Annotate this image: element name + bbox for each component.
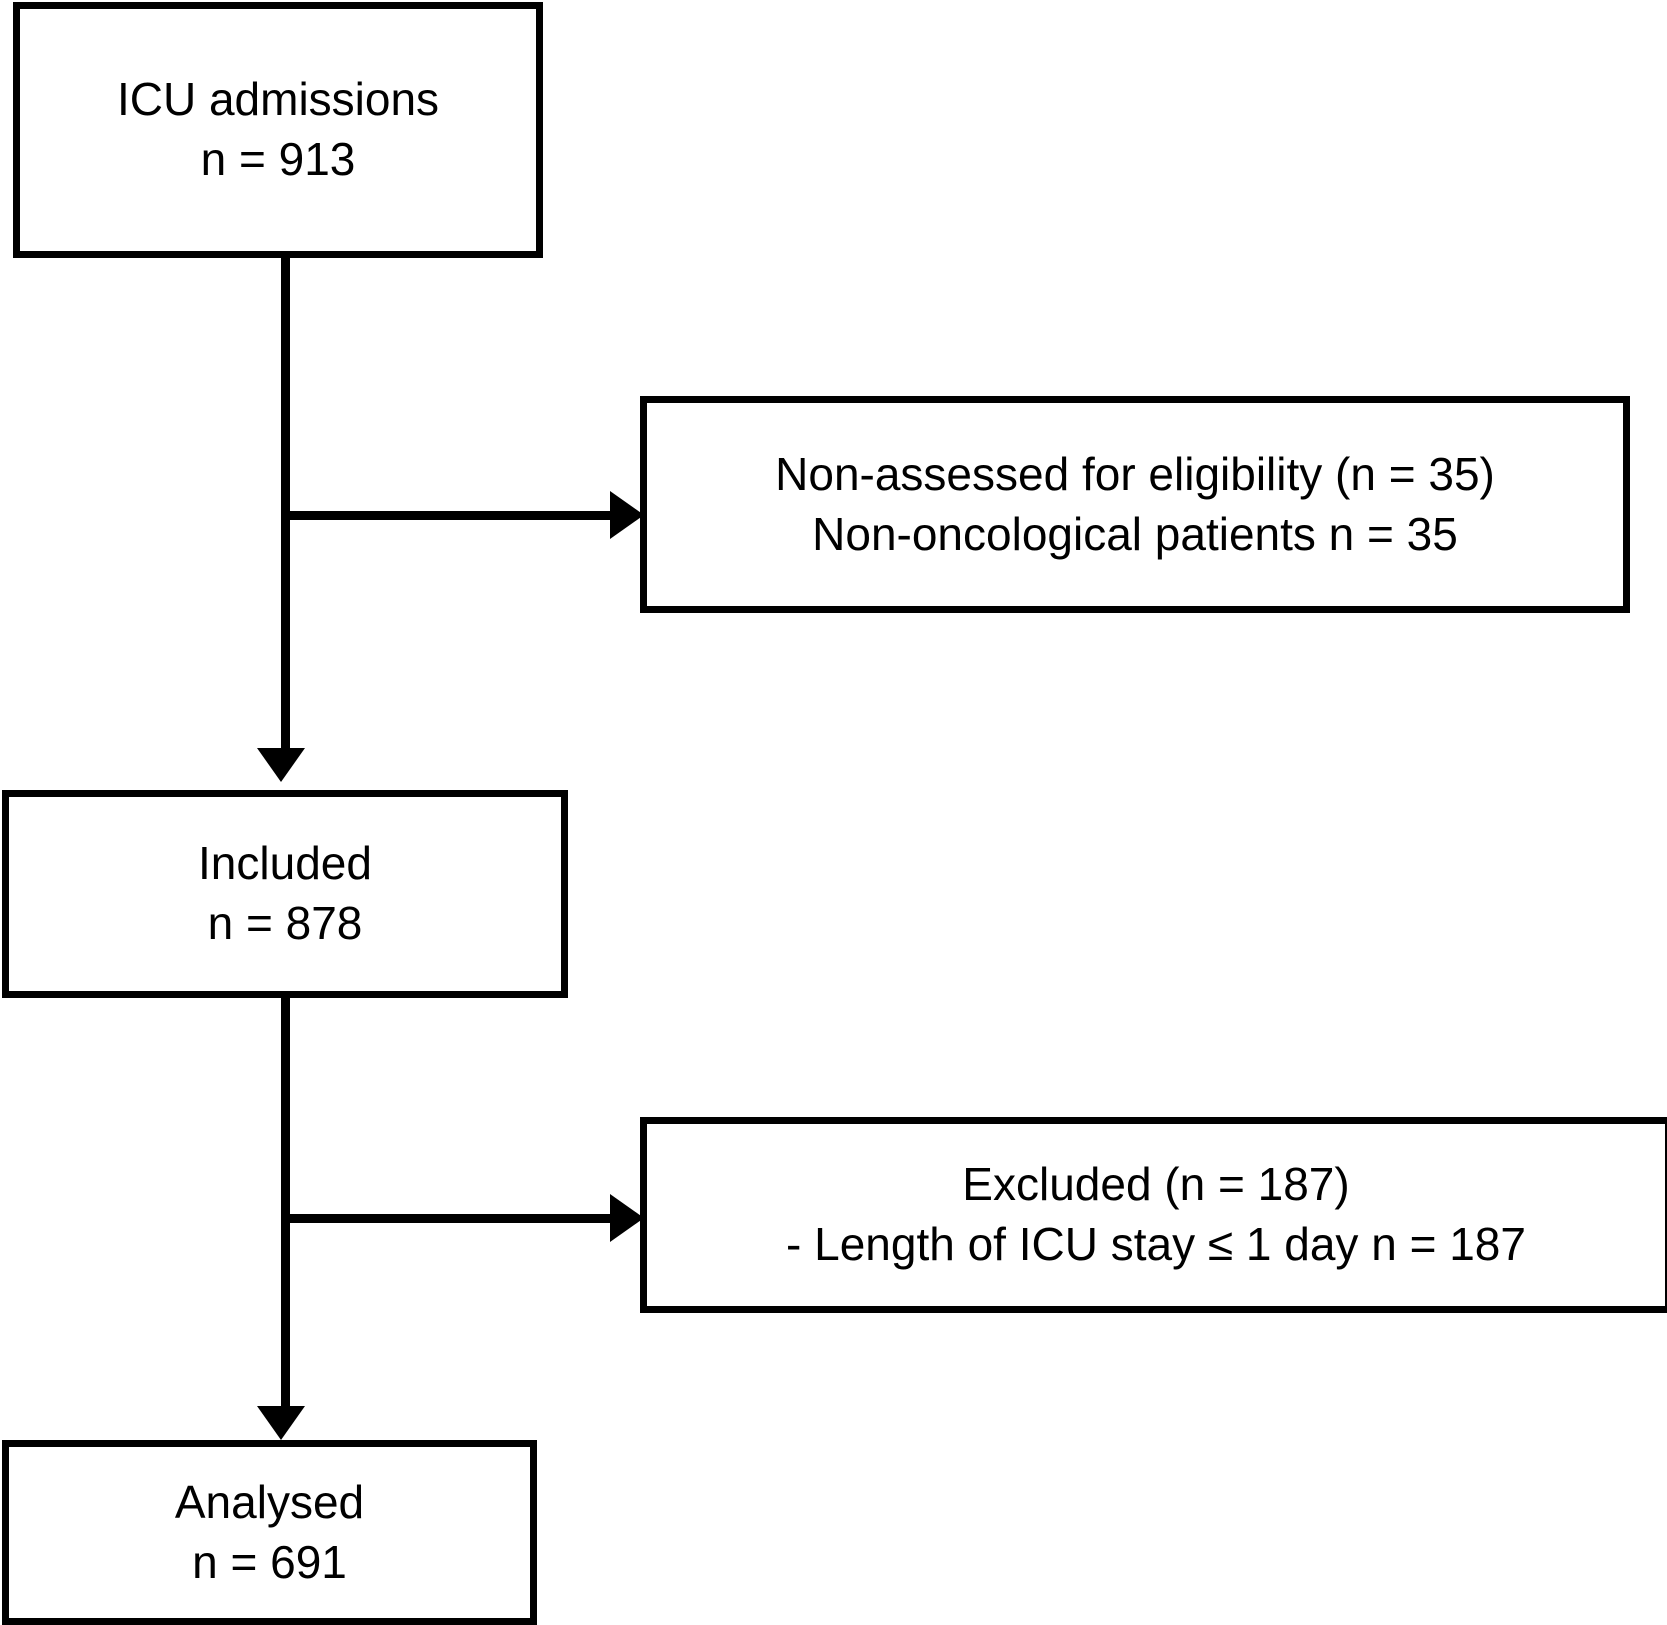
node-included-line1: Included <box>198 837 372 890</box>
connector-admissions-to-non-assessed <box>285 511 614 520</box>
node-non-assessed: Non-assessed for eligibility (n = 35) No… <box>640 396 1630 613</box>
node-included: Included n = 878 <box>2 790 568 998</box>
node-analysed-line2: n = 691 <box>192 1535 347 1588</box>
arrowhead-right-icon-excluded <box>610 1194 644 1242</box>
arrowhead-down-icon-analysed <box>257 1406 305 1440</box>
node-excluded: Excluded (n = 187) - Length of ICU stay … <box>640 1117 1667 1313</box>
node-excluded-line2: - Length of ICU stay ≤ 1 day n = 187 <box>786 1218 1526 1270</box>
node-analysed: Analysed n = 691 <box>2 1440 537 1625</box>
arrowhead-down-icon-included <box>257 748 305 782</box>
node-analysed-line1: Analysed <box>174 1475 365 1528</box>
node-icu-admissions: ICU admissions n = 913 <box>13 2 543 258</box>
node-icu-admissions-line2: n = 913 <box>200 133 356 185</box>
node-non-assessed-line1: Non-assessed for eligibility (n = 35) <box>775 447 1495 500</box>
node-icu-admissions-line1: ICU admissions <box>116 73 440 126</box>
arrowhead-right-icon-non-assessed <box>610 491 644 539</box>
connector-admissions-to-included <box>281 258 290 748</box>
connector-included-to-analysed <box>281 998 290 1406</box>
connector-included-to-excluded <box>285 1214 614 1223</box>
node-excluded-line1: Excluded (n = 187) <box>962 1158 1350 1211</box>
node-included-line2: n = 878 <box>207 897 363 949</box>
node-non-assessed-line2: Non-oncological patients n = 35 <box>812 507 1458 560</box>
